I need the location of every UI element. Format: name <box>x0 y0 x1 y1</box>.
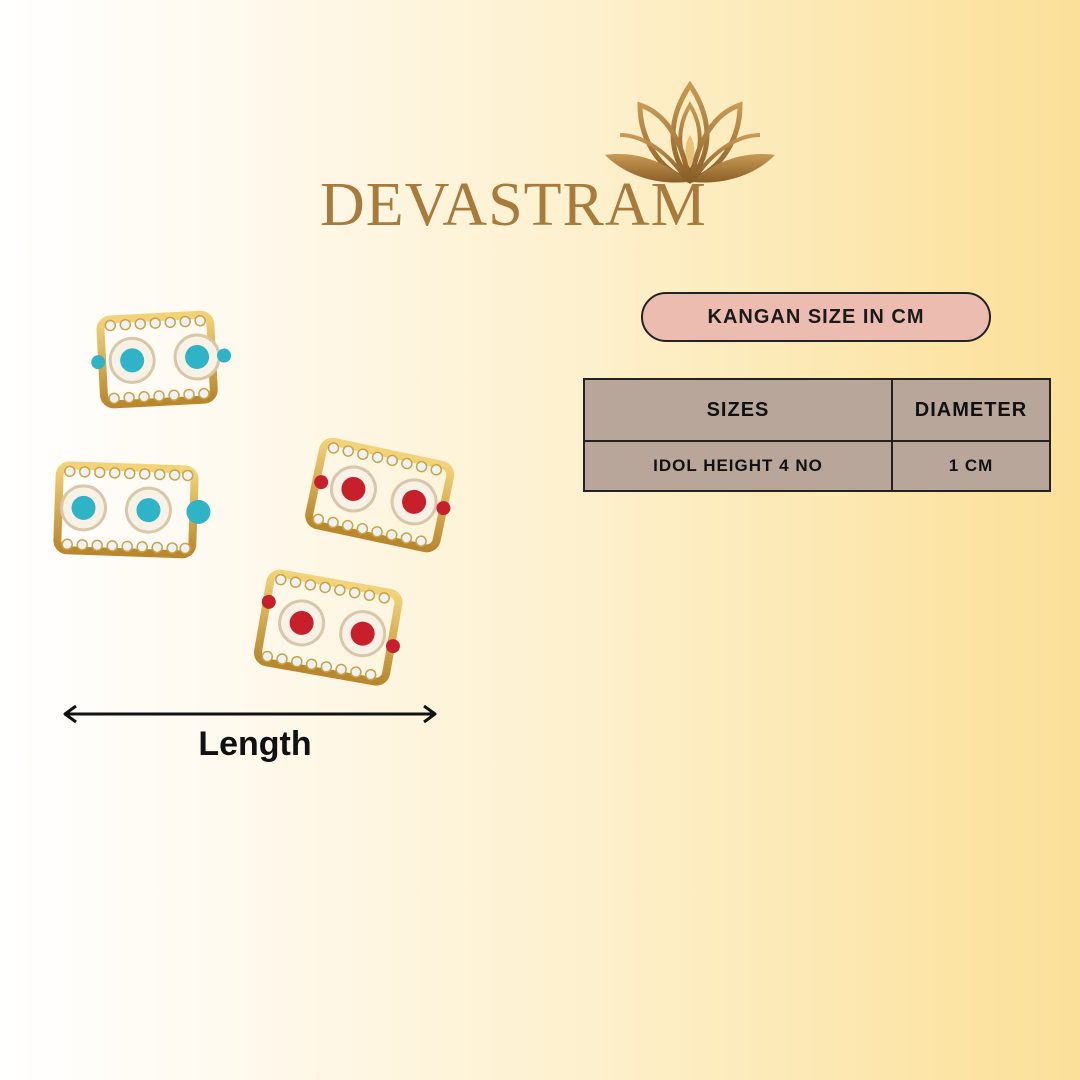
brand-name: DEVASTRAM <box>320 171 707 239</box>
size-chart-title: KANGAN SIZE IN CM <box>641 292 991 342</box>
header-sizes: SIZES <box>583 378 893 442</box>
kangan-red-2 <box>253 569 403 686</box>
table-header-row: SIZES DIAMETER <box>583 378 1051 442</box>
lotus-icon <box>605 80 775 184</box>
kangan-teal-2 <box>53 461 211 559</box>
kangan-teal-1 <box>91 310 232 409</box>
length-label: Length <box>198 725 312 763</box>
table-row: IDOL HEIGHT 4 NO 1 CM <box>583 440 1051 492</box>
size-table: SIZES DIAMETER IDOL HEIGHT 4 NO 1 CM <box>583 378 1051 492</box>
header-diameter: DIAMETER <box>891 378 1051 442</box>
brand-logo: DEVASTRAM <box>300 80 800 250</box>
kangan-red-1 <box>305 437 455 553</box>
cell-size: IDOL HEIGHT 4 NO <box>583 440 893 492</box>
product-image <box>53 310 455 686</box>
cell-diameter: 1 CM <box>891 440 1051 492</box>
length-arrow-icon <box>63 704 437 724</box>
